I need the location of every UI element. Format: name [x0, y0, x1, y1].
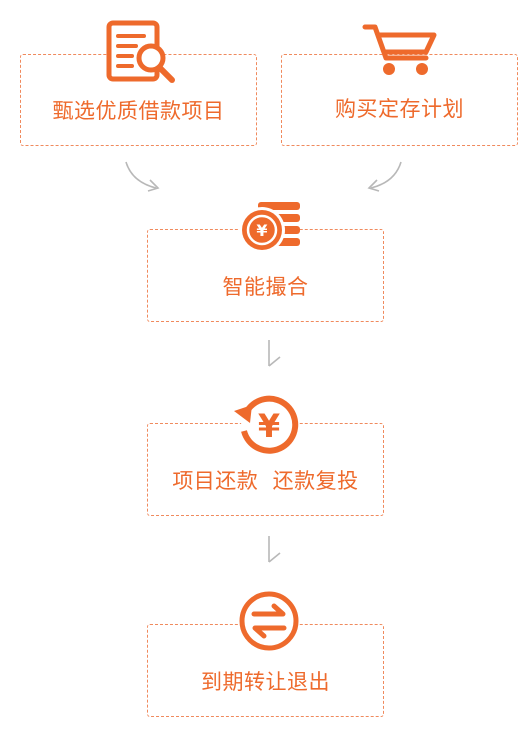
down-arrow-1: [268, 340, 281, 367]
down-arrow-2: [268, 536, 281, 563]
yen-coins-icon: ¥: [239, 202, 300, 253]
svg-text:¥: ¥: [256, 221, 267, 240]
step-label-exit: 到期转让退出: [201, 669, 330, 694]
shopping-cart-icon: [362, 24, 437, 75]
step-label-matching: 智能撮合: [222, 274, 309, 299]
step-label-repayment: 项目还款 还款复投: [172, 468, 359, 493]
document-search-icon: [106, 20, 175, 83]
svg-text:¥: ¥: [258, 407, 280, 445]
curved-arrow-left: [125, 161, 160, 192]
step-box-buy-plan: 购买定存计划: [281, 54, 518, 146]
exchange-arrows-icon: [239, 591, 299, 651]
step-label-select-projects: 甄选优质借款项目: [52, 99, 225, 123]
yen-refresh-icon: ¥: [234, 395, 299, 454]
step-label-buy-plan: 购买定存计划: [335, 97, 464, 121]
curved-arrow-right: [367, 161, 402, 192]
step-box-matching: 智能撮合: [147, 229, 384, 322]
